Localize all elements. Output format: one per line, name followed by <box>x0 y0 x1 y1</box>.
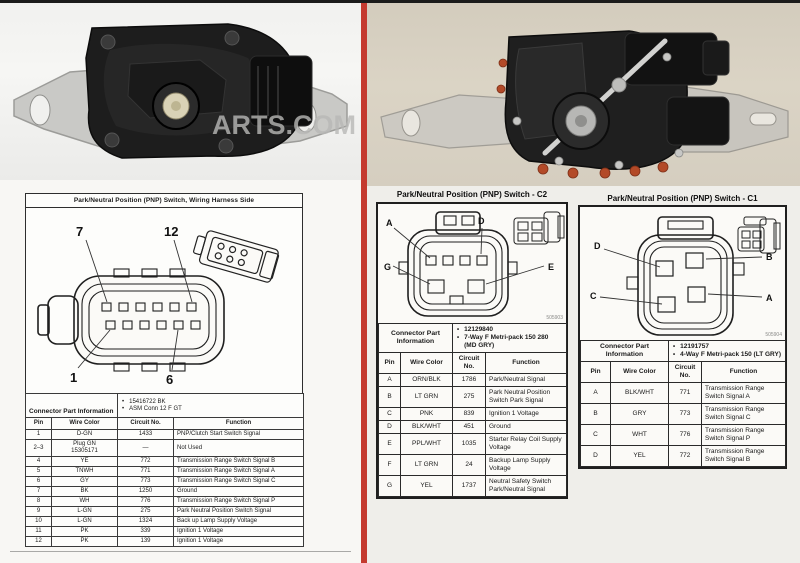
c2-drawing: A D G E 505903 <box>378 204 566 323</box>
c1-title: Park/Neutral Position (PNP) Switch - C1 <box>607 194 758 203</box>
section-rule <box>10 551 351 552</box>
part-info-items: •15416722 BK•ASM Conn 12 F GT <box>117 393 305 418</box>
col-header-circuit: Circuit No. <box>117 417 175 430</box>
c2-col-pin: Pin <box>378 352 401 374</box>
left-connector-drawing: 7 12 1 6 <box>26 208 302 394</box>
watermark-text: ARTS.COM <box>212 110 356 140</box>
bullet-item: •4-Way F Metri-pack 150 (LT GRY) <box>673 351 781 358</box>
c2-callout-g: G <box>384 262 391 272</box>
c2-part-info-items: •12129840•7-Way F Metri-pack 150 280 (MD… <box>452 323 567 353</box>
c1-callout-d: D <box>594 241 601 251</box>
c1-callout-b: B <box>766 252 773 262</box>
c1-drawing: D B C A 505904 <box>580 207 785 340</box>
callout-6: 6 <box>166 372 173 387</box>
c1-figure-id: 505904 <box>765 332 782 338</box>
c1-col-wire: Wire Color <box>610 361 669 383</box>
c2-callout-a: A <box>386 218 393 228</box>
left-diagram-title: Park/Neutral Position (PNP) Switch, Wiri… <box>26 194 302 208</box>
c1-col-function: Function <box>701 361 786 383</box>
bullet-item: •7-Way F Metri-pack 150 280 (MD GRY) <box>457 334 549 349</box>
c2-callout-e: E <box>548 262 554 272</box>
c2-callout-d: D <box>478 216 485 226</box>
right-panel: Park/Neutral Position (PNP) Switch - C2 <box>367 0 800 563</box>
right-lower-area: Park/Neutral Position (PNP) Switch - C2 <box>367 186 800 563</box>
bullet-item: •12191757 <box>673 343 710 350</box>
bullet-item: •12129840 <box>457 326 494 333</box>
c2-col-function: Function <box>485 352 567 374</box>
part-info-label: Connector Part Information <box>24 393 119 418</box>
harness-connector-face-icon: 7 12 1 6 <box>37 224 280 387</box>
c2-figure-id: 505903 <box>546 315 563 321</box>
pnp-switch-right-illustration <box>380 30 789 179</box>
left-lower-area: Park/Neutral Position (PNP) Switch, Wiri… <box>0 180 361 563</box>
c2-box: A D G E 505903 <box>376 202 568 499</box>
photo-top-edge <box>0 0 800 3</box>
c1-callout-c: C <box>590 291 597 301</box>
pnp-switch-photo-right <box>367 0 800 187</box>
c2-col-wire: Wire Color <box>400 352 453 374</box>
col-header-wire-color: Wire Color <box>50 417 119 430</box>
left-panel: ARTS.COM Park/Neutral Position (PNP) Swi… <box>0 0 361 563</box>
c2-title: Park/Neutral Position (PNP) Switch - C2 <box>396 190 548 199</box>
c2-part-info-label: Connector Part Information <box>378 323 453 353</box>
c2-connector-face-icon: A D G E <box>384 211 565 317</box>
bullet-item: •15416722 BK <box>122 398 166 405</box>
pnp-switch-photo-left: ARTS.COM <box>0 0 361 181</box>
left-connector-table: Connector Part Information •15416722 BK•… <box>24 393 305 547</box>
callout-7: 7 <box>76 224 83 239</box>
c1-callout-a: A <box>766 293 773 303</box>
col-header-function: Function <box>173 417 305 430</box>
callout-1: 1 <box>70 370 77 385</box>
bullet-item: •ASM Conn 12 F GT <box>122 405 182 412</box>
c2-col-circuit: Circuit No. <box>452 352 486 374</box>
left-diagram-box: Park/Neutral Position (PNP) Switch, Wiri… <box>25 193 303 395</box>
c1-part-info-items: •12191757•4-Way F Metri-pack 150 (LT GRY… <box>668 340 786 362</box>
col-header-pin: Pin <box>25 417 52 430</box>
callout-12: 12 <box>164 224 178 239</box>
c1-part-info-label: Connector Part Information <box>580 340 669 362</box>
pnp-switch-left-illustration: ARTS.COM <box>13 23 356 159</box>
c2-table: Connector Part Information •12129840•7-W… <box>378 323 567 497</box>
c1-box: D B C A 505904 <box>578 205 787 469</box>
c1-col-pin: Pin <box>580 361 611 383</box>
c1-col-circuit: Circuit No. <box>668 361 702 383</box>
c1-connector-face-icon: D B C A <box>590 216 781 336</box>
red-divider <box>361 0 367 563</box>
c1-table: Connector Part Information •12191757•4-W… <box>580 340 786 467</box>
